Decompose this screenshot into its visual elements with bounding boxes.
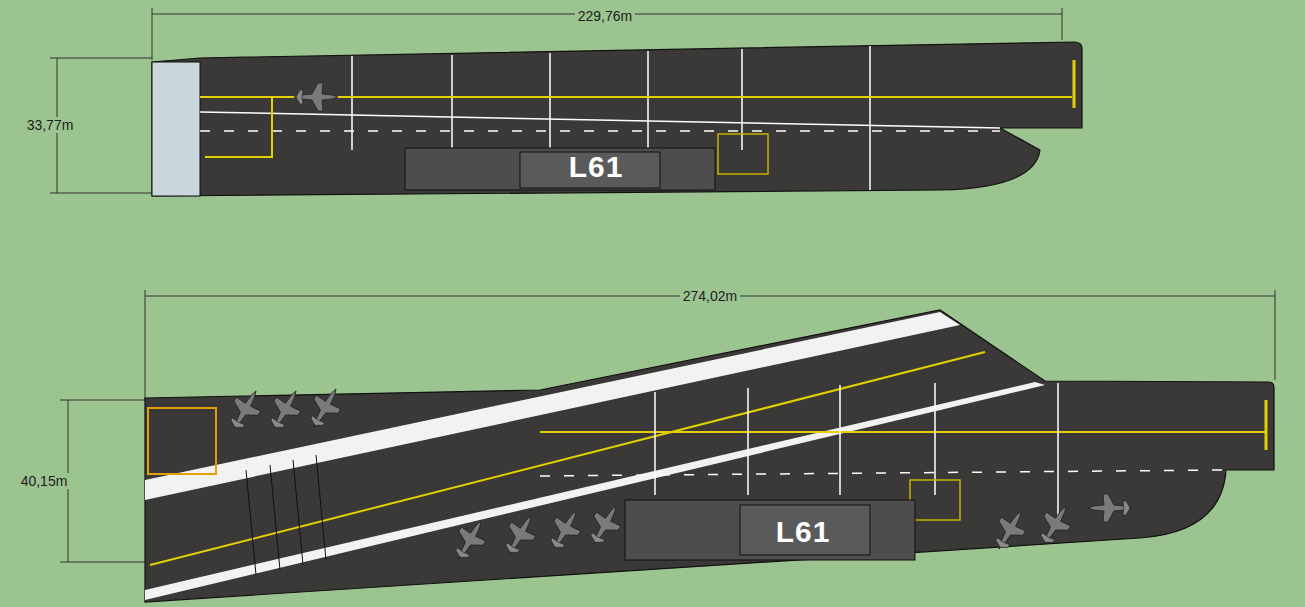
dimension-label: 40,15m bbox=[18, 473, 71, 489]
dimension-label: 274,02m bbox=[680, 288, 740, 304]
dimension-label: 229,76m bbox=[575, 8, 635, 24]
carrier-top bbox=[152, 42, 1082, 196]
dimension-label: 33,77m bbox=[24, 117, 77, 133]
hull-number: L61 bbox=[569, 152, 624, 182]
carrier-bottom bbox=[145, 310, 1274, 602]
hull-number: L61 bbox=[776, 517, 831, 547]
